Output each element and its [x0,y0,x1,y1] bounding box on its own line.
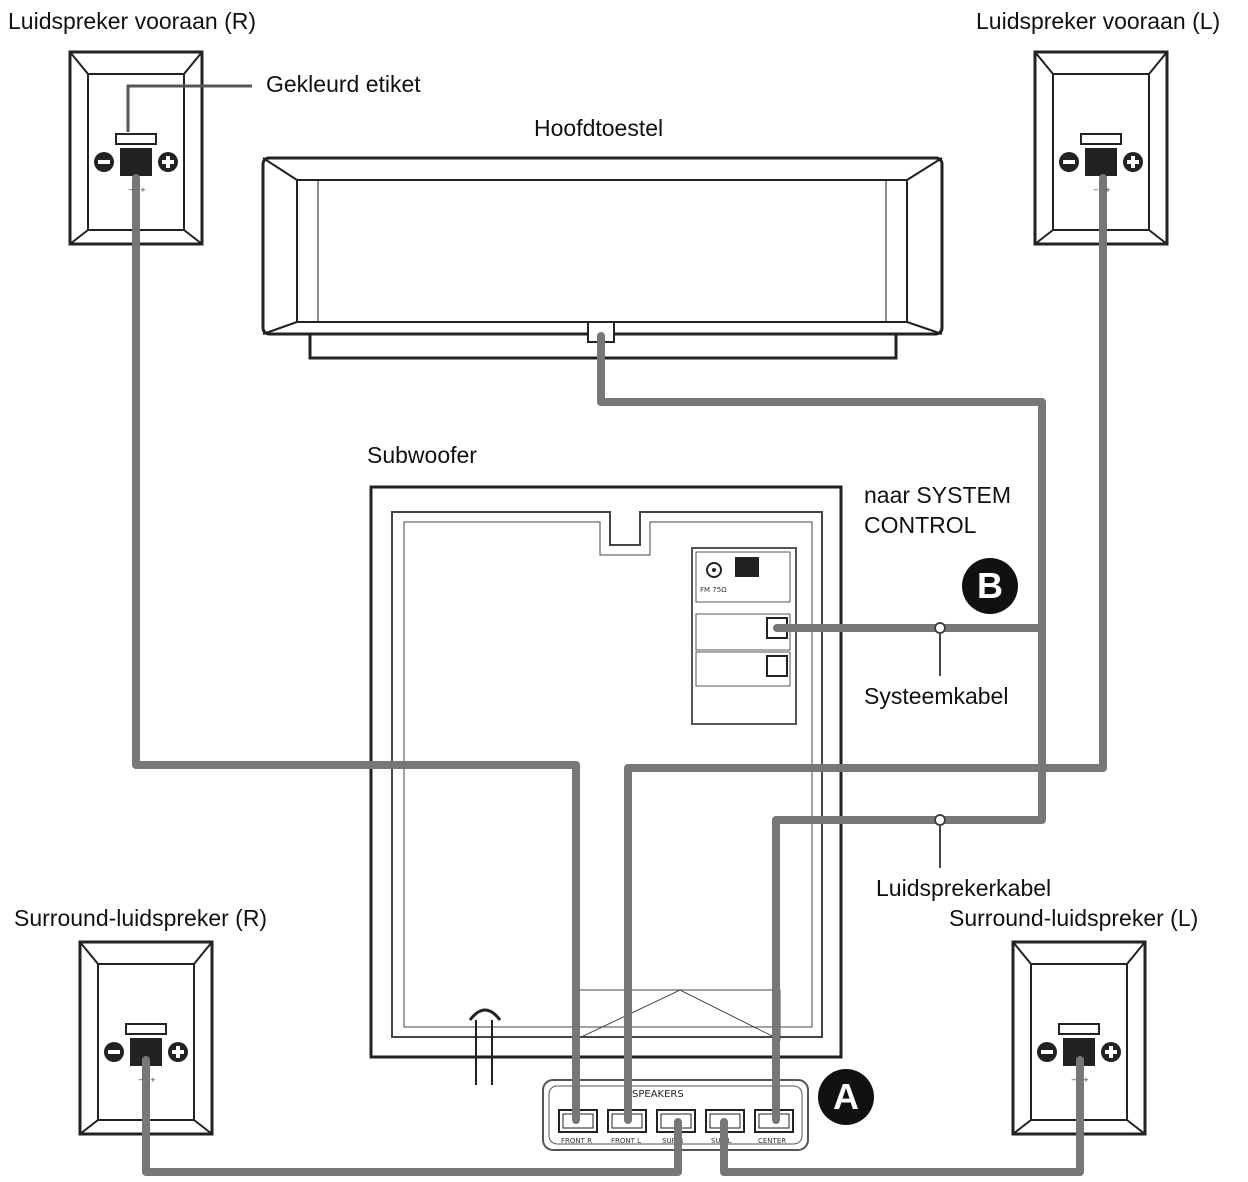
cable-front-right [132,174,580,1124]
front-left-speaker-label: Luidspreker vooraan (L) [976,8,1221,34]
speaker-cable-label: Luidsprekerkabel [876,875,1052,901]
front-right-speaker-label: Luidspreker vooraan (R) [8,8,257,34]
terminal-title: SPEAKERS [632,1089,684,1100]
surround-left-speaker-label: Surround-luidspreker (L) [949,905,1199,931]
badge-a: A [818,1069,874,1125]
surround-left-plus-sign: + [1083,1076,1089,1084]
system-cable-label: Systeemkabel [864,683,1009,709]
front-right-minus-sign: − [128,186,134,194]
system-control-label-line2: CONTROL [864,512,977,538]
badge-b: B [962,558,1018,614]
surround-right-speaker-label: Surround-luidspreker (R) [14,905,268,931]
main-unit [261,156,944,360]
cable-front-left [624,174,1107,1124]
terminal-label-front-l: FRONT L [611,1137,641,1145]
front-left-minus-sign: − [1093,186,1099,194]
system-control-label-line1: naar SYSTEM [864,482,1011,508]
colour-label-text: Gekleurd etiket [266,71,421,97]
surround-left-minus-sign: − [1071,1076,1077,1084]
surround-right-minus-sign: − [138,1076,144,1084]
svg-text:FM 75Ω: FM 75Ω [700,586,727,594]
subwoofer: FM 75Ω [369,485,843,1085]
terminal-label-front-r: FRONT R [561,1137,592,1145]
surround-right-plus-sign: + [150,1076,156,1084]
terminal-label-center: CENTER [758,1137,786,1145]
colour-label-leader [126,84,252,132]
cable-center [597,332,1046,1124]
front-right-plus-sign: + [140,186,146,194]
cable-surround-right [142,1056,682,1176]
cable-surround-left [720,1056,1084,1176]
terminal-label-sur-r: SUR R [662,1137,684,1145]
subwoofer-label: Subwoofer [367,442,477,468]
front-left-plus-sign: + [1105,186,1111,194]
main-unit-label: Hoofdtoestel [534,115,664,141]
